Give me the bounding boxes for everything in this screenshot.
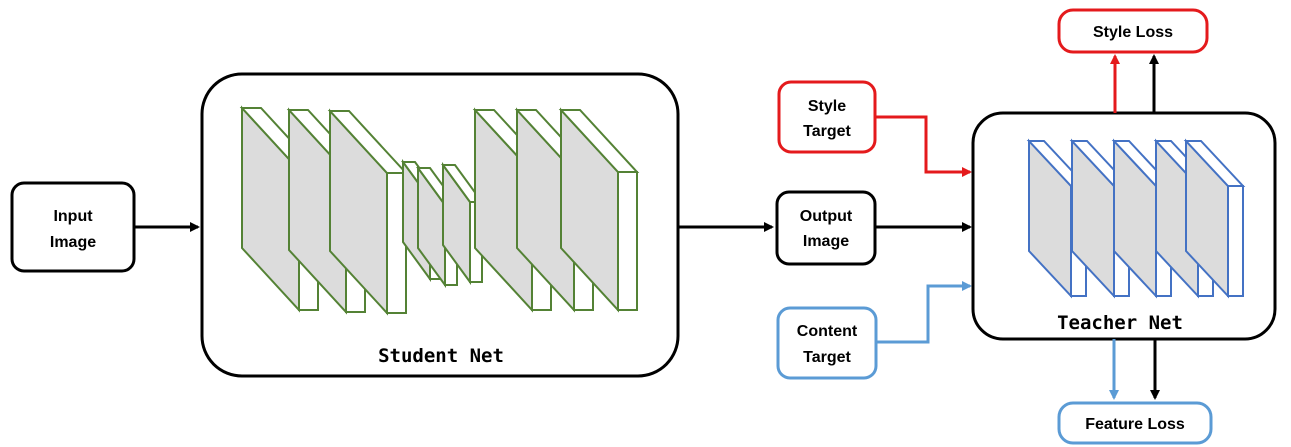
content-target-label-line2: Target <box>803 349 851 366</box>
output-image-label-line1: Output <box>800 208 853 225</box>
content-target-node: Content Target <box>776 306 878 380</box>
output-image-node: Output Image <box>775 190 877 266</box>
student-net-label: Student Net <box>378 345 504 367</box>
style-loss-label: Style Loss <box>1093 24 1173 41</box>
style-loss-node: Style Loss <box>1057 8 1209 54</box>
arrow-style-target-to-teacher <box>875 115 972 177</box>
style-target-node: Style Target <box>777 80 877 154</box>
student-layer <box>558 107 640 313</box>
input-image-label-line2: Image <box>50 234 96 251</box>
style-target-label-line1: Style <box>808 98 846 115</box>
student-layer <box>327 108 409 316</box>
feature-loss-node: Feature Loss <box>1057 401 1213 445</box>
input-image-label-line1: Input <box>53 208 93 225</box>
input-image-node: Input Image <box>10 181 136 273</box>
teacher-net-label: Teacher Net <box>1057 312 1183 334</box>
student-net-layers <box>239 105 640 316</box>
teacher-net: Teacher Net <box>971 111 1277 341</box>
content-target-label-line1: Content <box>797 323 858 340</box>
output-image-label-line2: Image <box>803 233 849 250</box>
arrow-content-target-to-teacher <box>876 281 972 344</box>
style-target-label-line2: Target <box>803 123 851 140</box>
student-layer <box>441 161 484 286</box>
student-net: Student Net <box>200 72 680 378</box>
teacher-net-layers <box>1026 138 1246 299</box>
teacher-layer <box>1183 138 1246 299</box>
feature-loss-label: Feature Loss <box>1085 416 1185 433</box>
